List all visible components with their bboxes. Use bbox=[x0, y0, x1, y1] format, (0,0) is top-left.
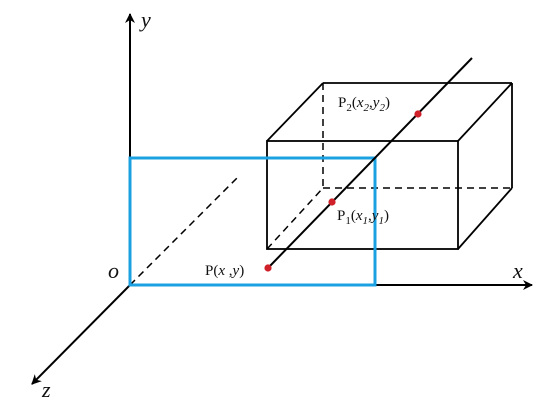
cuboid bbox=[266, 82, 513, 250]
point-p-label: P(x ,y) bbox=[205, 263, 244, 279]
cuboid-front-face bbox=[266, 140, 459, 250]
point-p1 bbox=[328, 198, 336, 206]
cuboid-hidden-edges bbox=[266, 83, 512, 250]
projection-ray bbox=[267, 57, 473, 269]
point-p bbox=[264, 264, 272, 272]
x-axis-label: x bbox=[512, 258, 523, 283]
cuboid-edge-bottom-right bbox=[457, 187, 513, 250]
cuboid-edge-top-left bbox=[266, 82, 324, 142]
cuboid-hidden-bottom-left bbox=[266, 187, 324, 250]
point-p2-label: P2(x2,y2) bbox=[338, 95, 390, 114]
cuboid-edge-top-right bbox=[457, 82, 513, 142]
origin-label: o bbox=[108, 258, 119, 283]
z-axis bbox=[31, 284, 131, 385]
point-p2 bbox=[414, 110, 422, 118]
y-axis-label: y bbox=[139, 7, 151, 32]
projection-rectangle bbox=[128, 156, 377, 287]
point-p1-label: P1(x1,y1) bbox=[337, 208, 389, 227]
z-axis-label: z bbox=[41, 377, 51, 402]
z-axis-hidden bbox=[129, 174, 241, 286]
